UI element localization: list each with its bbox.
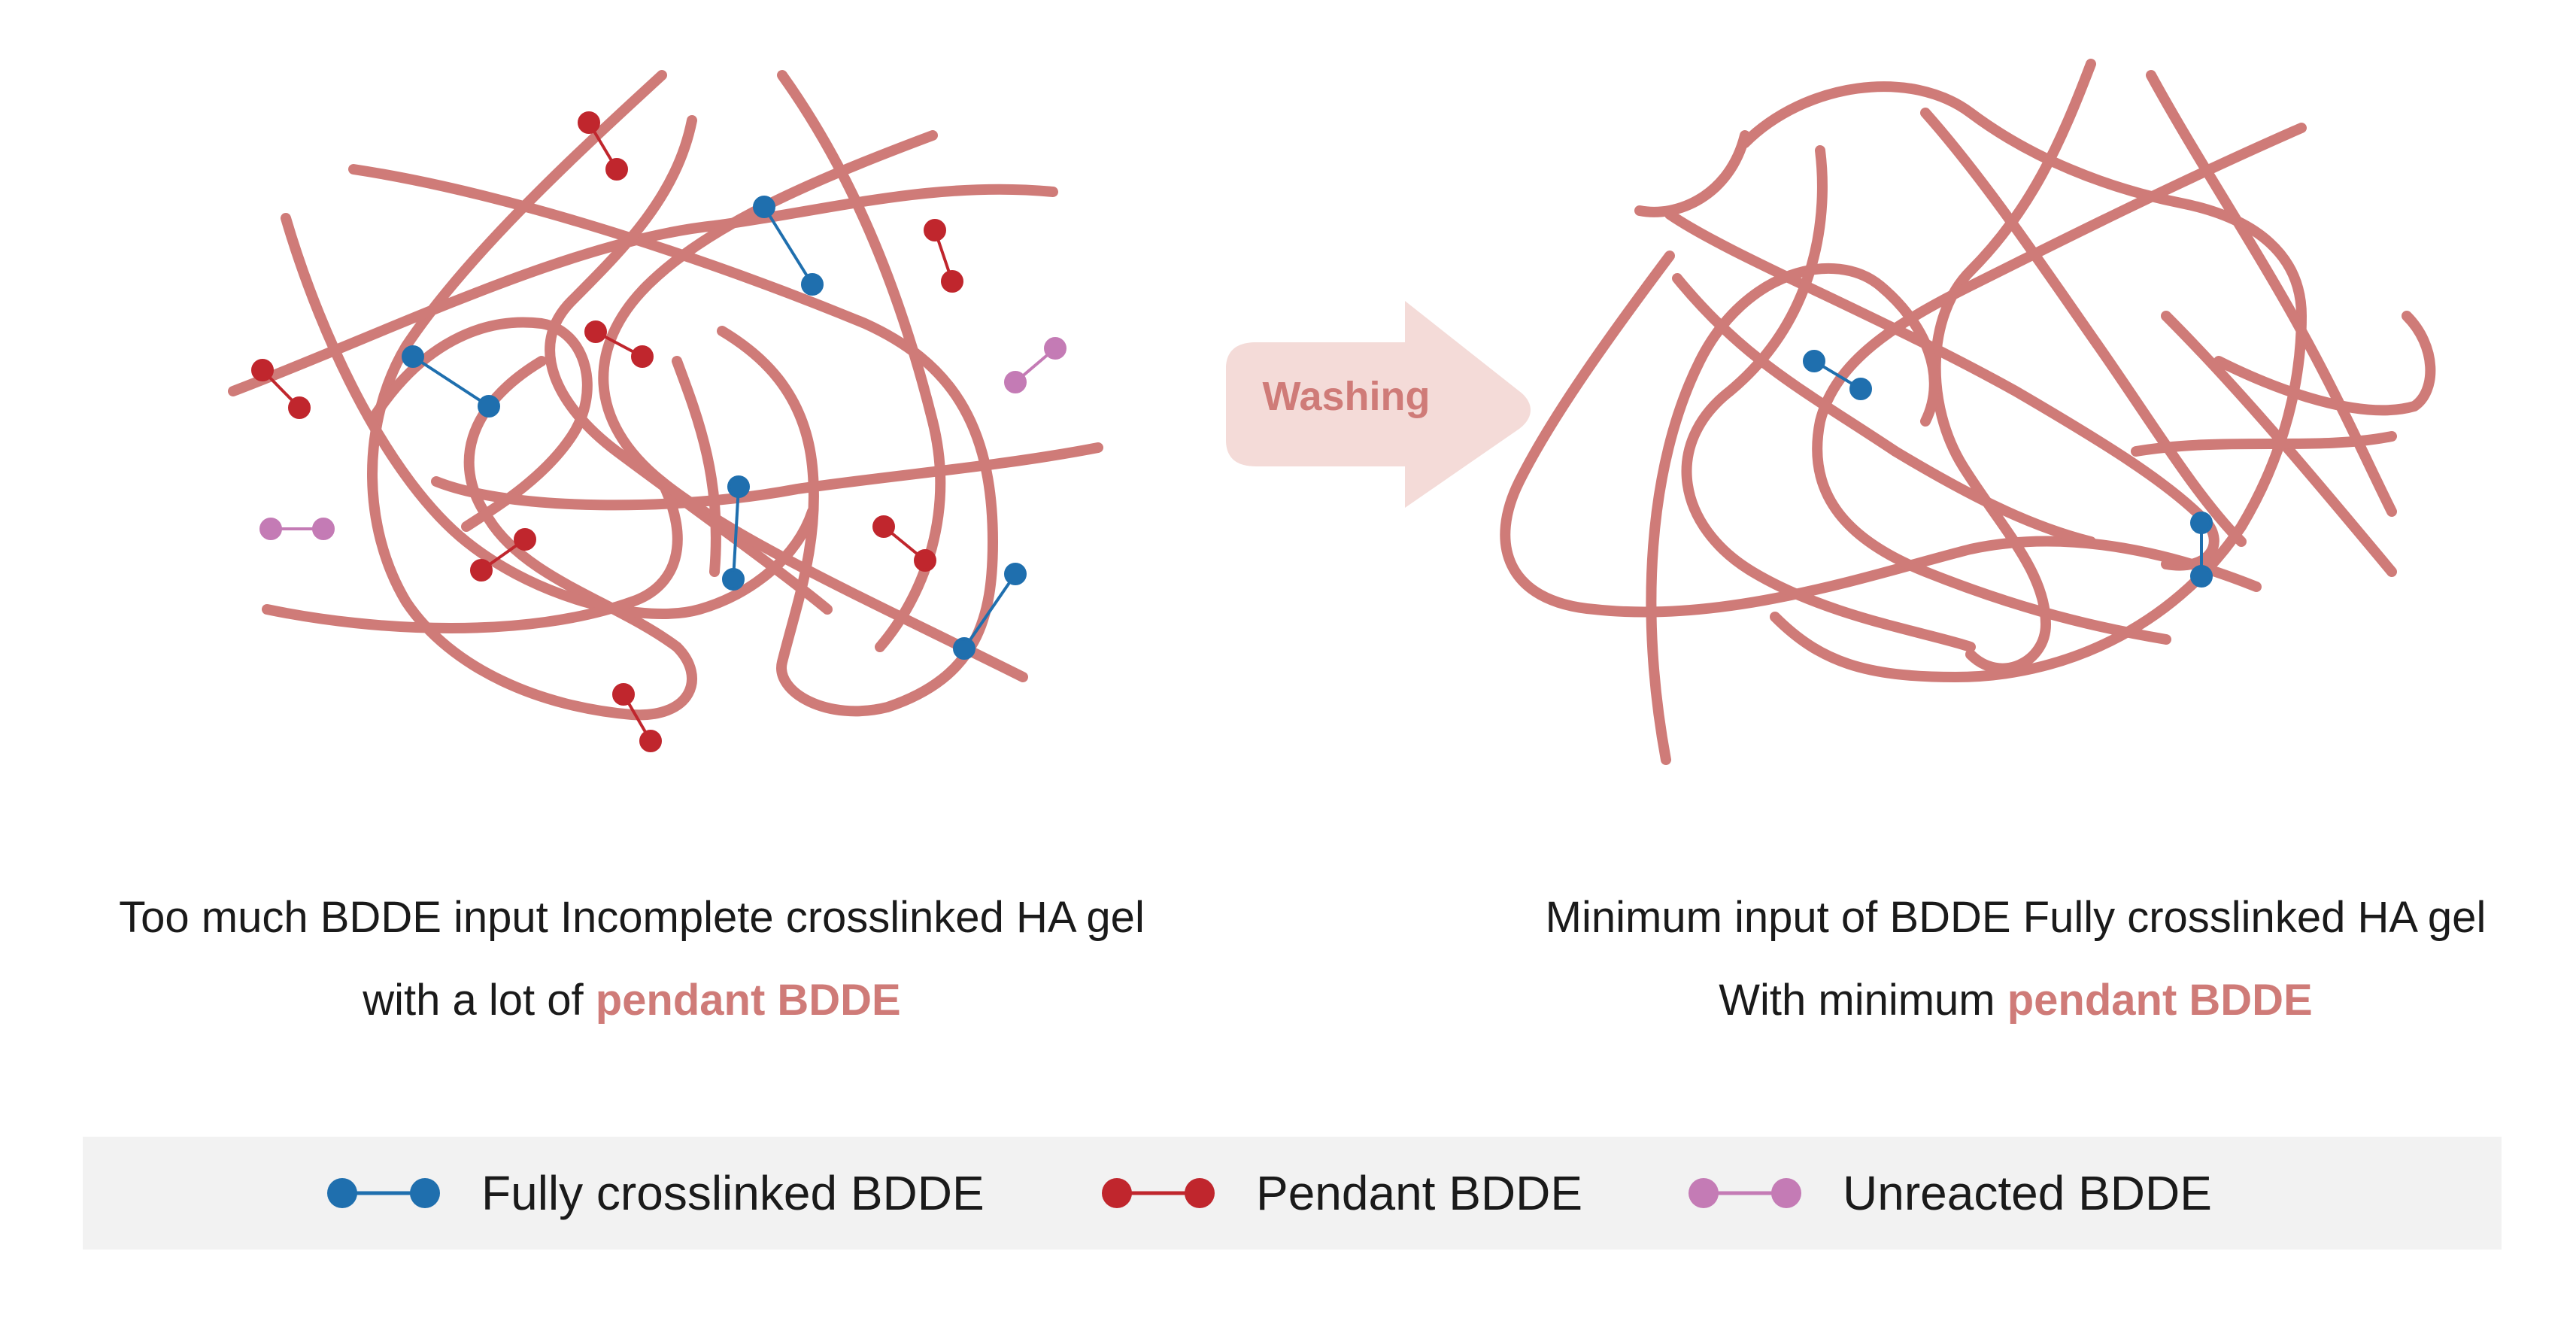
caption-right-line1: Minimum input of BDDE Fully crosslinked … <box>1545 893 2486 942</box>
right-strand <box>2161 311 2397 577</box>
right-strand <box>1646 263 1940 765</box>
fully-crosslinked-bdde <box>402 196 1027 660</box>
left-strand <box>228 184 1058 396</box>
right-strand <box>1500 251 2262 618</box>
left-network <box>228 70 1103 721</box>
legend-label: Unreacted BDDE <box>1843 1166 2212 1220</box>
legend-label: Pendant BDDE <box>1256 1166 1583 1220</box>
left-bdde-molecules <box>251 111 1067 752</box>
washing-label: Washing <box>1262 374 1431 419</box>
right-strand <box>2213 311 2436 416</box>
legend-label: Fully crosslinked BDDE <box>481 1166 985 1220</box>
legend: Fully crosslinked BDDE Pendant BDDE Unre… <box>83 1137 2502 1250</box>
right-strand <box>1634 130 1750 217</box>
left-strand <box>431 442 1103 511</box>
caption-left: Too much BDDE input Incomplete crosslink… <box>30 876 1233 1042</box>
right-strand <box>1930 59 2096 674</box>
right-strand <box>1672 273 2096 547</box>
left-strand <box>672 356 721 577</box>
washing-arrow <box>1226 301 1531 508</box>
caption-right-prefix: With minimum <box>1719 976 2007 1025</box>
left-strand <box>281 213 818 619</box>
pink-dumbbell-icon <box>1689 1178 1801 1208</box>
left-strand <box>262 476 683 633</box>
blue-dumbbell-icon <box>327 1178 440 1208</box>
right-strand <box>1812 123 2307 645</box>
caption-right: Minimum input of BDDE Fully crosslinked … <box>1474 876 2557 1042</box>
caption-left-line1: Too much BDDE input Incomplete crosslink… <box>119 893 1145 942</box>
left-strand <box>545 115 833 615</box>
legend-item-pendant: Pendant BDDE <box>1098 1137 1582 1250</box>
right-strand <box>1920 108 2247 547</box>
left-strand <box>371 317 593 532</box>
caption-right-emph: pendant BDDE <box>2007 976 2313 1025</box>
right-strand <box>1681 145 1976 652</box>
caption-right-line2: With minimum pendant BDDE <box>1474 959 2557 1042</box>
legend-item-unreacted: Unreacted BDDE <box>1685 1137 2212 1250</box>
unreacted-bdde <box>259 337 1067 540</box>
right-strand <box>1664 209 2219 571</box>
right-bdde-molecules <box>1803 350 2213 588</box>
caption-left-emph: pendant BDDE <box>595 976 901 1025</box>
right-strand <box>2131 431 2397 457</box>
red-dumbbell-icon <box>1102 1178 1215 1208</box>
right-strand <box>2146 70 2397 517</box>
legend-item-fully-crosslinked: Fully crosslinked BDDE <box>323 1137 985 1250</box>
caption-left-prefix: with a lot of <box>363 976 596 1025</box>
pendant-bdde <box>251 111 963 752</box>
right-network <box>1500 59 2436 765</box>
caption-left-line2: with a lot of pendant BDDE <box>30 959 1233 1042</box>
